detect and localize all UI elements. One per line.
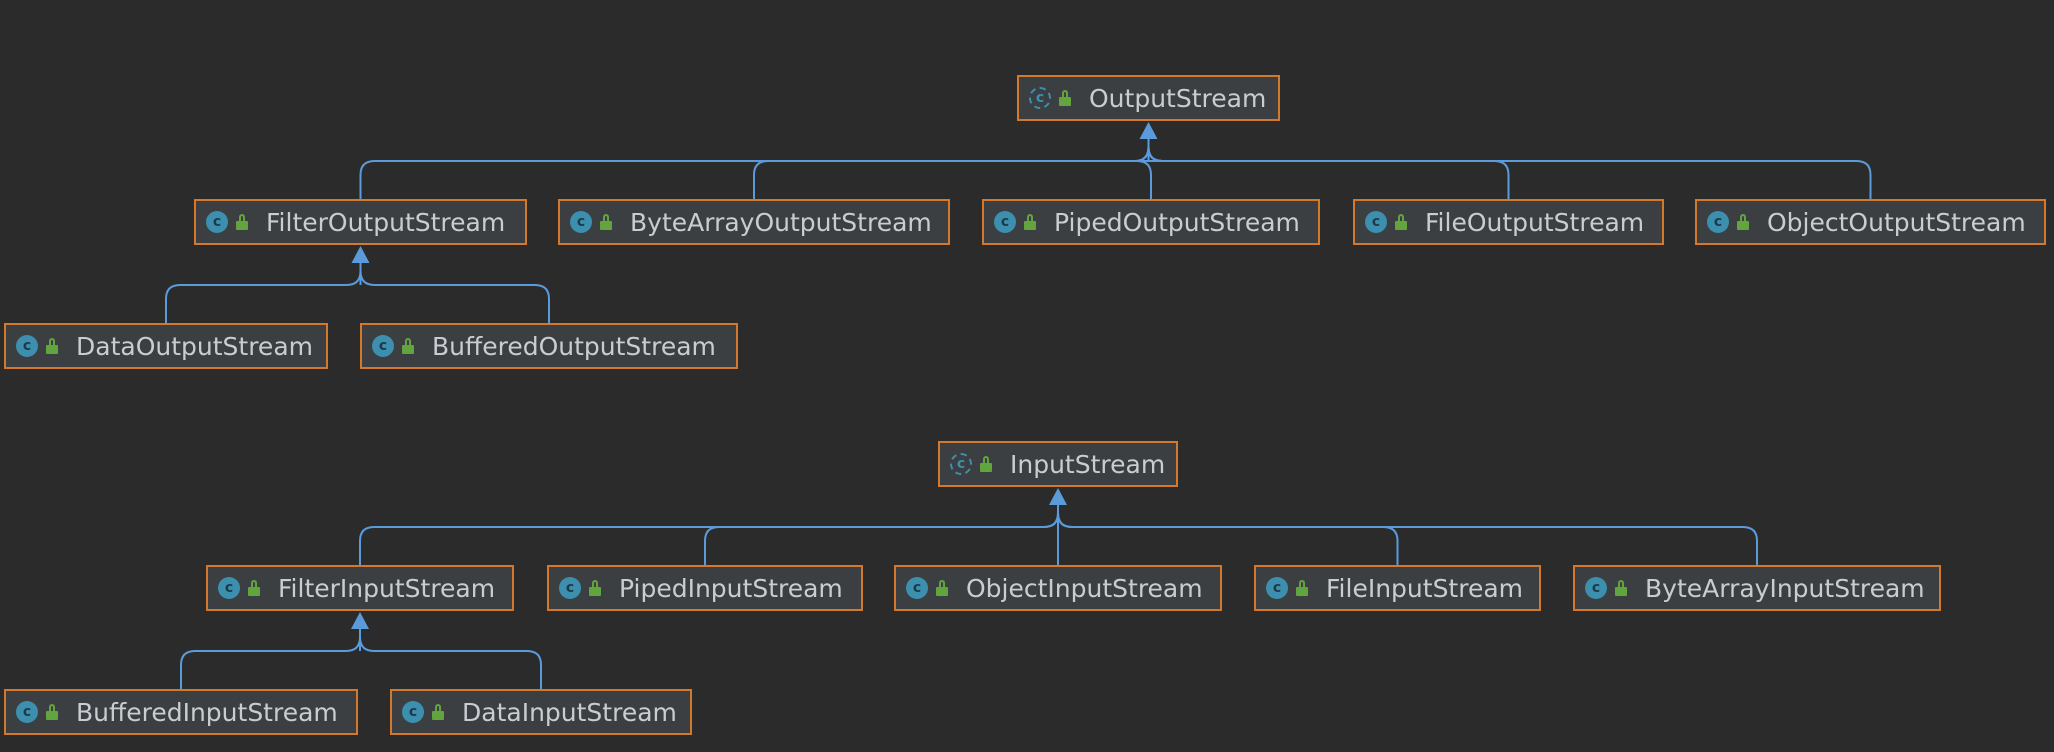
- class-node-buffered-output-stream[interactable]: c BufferedOutputStream: [360, 323, 738, 369]
- public-lock-icon: [236, 214, 248, 230]
- inheritance-arrow-head: [1049, 488, 1067, 505]
- public-lock-icon: [589, 580, 601, 596]
- class-name-label: BufferedOutputStream: [432, 331, 716, 361]
- class-icon: c: [1266, 577, 1288, 599]
- class-icon: c: [1585, 577, 1607, 599]
- class-icon: c: [16, 701, 38, 723]
- class-icon: c: [1365, 211, 1387, 233]
- public-lock-icon: [1296, 580, 1308, 596]
- inheritance-edge-file-input-stream: [1057, 512, 1399, 565]
- class-icon: c: [206, 211, 228, 233]
- public-lock-icon: [1737, 214, 1749, 230]
- class-name-label: PipedOutputStream: [1054, 207, 1300, 237]
- class-name-label: FilterInputStream: [278, 573, 496, 603]
- abstract-class-icon: c: [950, 453, 972, 475]
- class-node-object-output-stream[interactable]: c ObjectOutputStream: [1695, 199, 2046, 245]
- class-node-filter-output-stream[interactable]: c FilterOutputStream: [194, 199, 527, 245]
- class-node-byte-array-input-stream[interactable]: c ByteArrayInputStream: [1573, 565, 1941, 611]
- class-name-label: DataInputStream: [462, 697, 677, 727]
- public-lock-icon: [46, 704, 58, 720]
- inheritance-arrow-head: [351, 246, 370, 263]
- inheritance-arrow-head: [351, 612, 369, 629]
- class-name-label: ObjectInputStream: [966, 573, 1203, 603]
- class-name-label: FileInputStream: [1326, 573, 1524, 603]
- class-node-data-input-stream[interactable]: c DataInputStream: [390, 689, 692, 735]
- public-lock-icon: [248, 580, 260, 596]
- class-name-label: FileOutputStream: [1425, 207, 1645, 237]
- public-lock-icon: [980, 456, 992, 472]
- public-lock-icon: [1024, 214, 1036, 230]
- public-lock-icon: [936, 580, 948, 596]
- class-name-label: ByteArrayInputStream: [1645, 573, 1925, 603]
- public-lock-icon: [432, 704, 444, 720]
- inheritance-edge-data-output-stream: [165, 270, 362, 323]
- public-lock-icon: [402, 338, 414, 354]
- public-lock-icon: [46, 338, 58, 354]
- public-lock-icon: [1395, 214, 1407, 230]
- class-node-input-stream[interactable]: c InputStream: [938, 441, 1178, 487]
- public-lock-icon: [1059, 90, 1071, 106]
- class-name-label: OutputStream: [1089, 83, 1267, 113]
- class-node-piped-input-stream[interactable]: c PipedInputStream: [547, 565, 863, 611]
- class-node-file-input-stream[interactable]: c FileInputStream: [1254, 565, 1541, 611]
- class-icon: c: [1707, 211, 1729, 233]
- class-node-piped-output-stream[interactable]: c PipedOutputStream: [982, 199, 1320, 245]
- class-icon: c: [570, 211, 592, 233]
- inheritance-edge-file-output-stream: [1147, 146, 1510, 199]
- class-name-label: ObjectOutputStream: [1767, 207, 2026, 237]
- class-node-buffered-input-stream[interactable]: c BufferedInputStream: [4, 689, 358, 735]
- inheritance-edge-filter-input-stream: [359, 512, 1059, 565]
- class-name-label: ByteArrayOutputStream: [630, 207, 932, 237]
- class-name-label: DataOutputStream: [76, 331, 313, 361]
- class-name-label: InputStream: [1010, 449, 1166, 479]
- class-icon: c: [372, 335, 394, 357]
- public-lock-icon: [1615, 580, 1627, 596]
- class-icon: c: [16, 335, 38, 357]
- public-lock-icon: [600, 214, 612, 230]
- class-name-label: FilterOutputStream: [266, 207, 506, 237]
- inheritance-edge-byte-array-output-stream: [753, 146, 1150, 199]
- class-icon: c: [402, 701, 424, 723]
- class-node-filter-input-stream[interactable]: c FilterInputStream: [206, 565, 514, 611]
- inheritance-arrow-head: [1139, 122, 1158, 139]
- class-node-data-output-stream[interactable]: c DataOutputStream: [4, 323, 328, 369]
- class-icon: c: [906, 577, 928, 599]
- class-node-file-output-stream[interactable]: c FileOutputStream: [1353, 199, 1664, 245]
- inheritance-edge-piped-input-stream: [704, 512, 1059, 565]
- inheritance-edge-data-input-stream: [359, 636, 542, 689]
- class-icon: c: [218, 577, 240, 599]
- class-name-label: BufferedInputStream: [76, 697, 338, 727]
- class-node-object-input-stream[interactable]: c ObjectInputStream: [894, 565, 1222, 611]
- class-node-output-stream[interactable]: c OutputStream: [1017, 75, 1280, 121]
- abstract-class-icon: c: [1029, 87, 1051, 109]
- class-node-byte-array-output-stream[interactable]: c ByteArrayOutputStream: [558, 199, 950, 245]
- inheritance-edge-object-output-stream: [1147, 146, 1872, 199]
- class-icon: c: [559, 577, 581, 599]
- inheritance-edge-byte-array-input-stream: [1057, 512, 1758, 565]
- inheritance-edge-buffered-output-stream: [359, 270, 550, 323]
- inheritance-edge-buffered-input-stream: [180, 636, 361, 689]
- class-icon: c: [994, 211, 1016, 233]
- class-name-label: PipedInputStream: [619, 573, 843, 603]
